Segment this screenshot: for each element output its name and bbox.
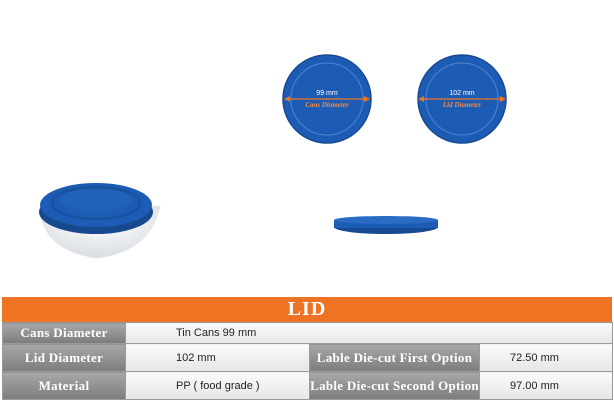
table-row: Material PP ( food grade ) Lable Die-cut…	[2, 371, 613, 400]
lid-caption-text: Lid Diameter	[442, 101, 482, 109]
spec-value-first-option: 72.50 mm	[479, 343, 613, 372]
cans-diameter-diagram: 99 mm Cans Diameter	[282, 54, 372, 144]
lid-side-view-image	[334, 216, 438, 234]
spec-label-second-option: Lable Die-cut Second Option	[309, 371, 480, 400]
spec-label-material: Material	[2, 371, 126, 400]
spec-value-second-option: 97.00 mm	[479, 371, 613, 400]
product-illustration: 99 mm Cans Diameter 102 mm Lid Diameter	[39, 54, 507, 259]
spec-label-lid-diameter: Lid Diameter	[2, 343, 126, 372]
spec-label-first-option: Lable Die-cut First Option	[309, 343, 480, 372]
lid-diameter-diagram: 102 mm Lid Diameter	[417, 54, 507, 144]
lid-on-container-image	[39, 183, 161, 259]
cans-measure-text: 99 mm	[316, 90, 338, 97]
table-row: Cans Diameter Tin Cans 99 mm	[2, 322, 613, 344]
spec-table: Cans Diameter Tin Cans 99 mm Lid Diamete…	[2, 322, 613, 400]
lid-illustrations: 99 mm Cans Diameter 102 mm Lid Diameter	[39, 54, 507, 259]
spec-label-cans-diameter: Cans Diameter	[2, 322, 126, 344]
table-row: Lid Diameter 102 mm Lable Die-cut First …	[2, 343, 613, 372]
spec-value-material: PP ( food grade )	[125, 371, 310, 400]
section-title: LID	[2, 297, 612, 322]
spec-value-lid-diameter: 102 mm	[125, 343, 310, 372]
spec-value-cans-diameter: Tin Cans 99 mm	[125, 322, 613, 344]
lid-measure-text: 102 mm	[449, 90, 474, 97]
cans-caption-text: Cans Diameter	[305, 101, 349, 109]
